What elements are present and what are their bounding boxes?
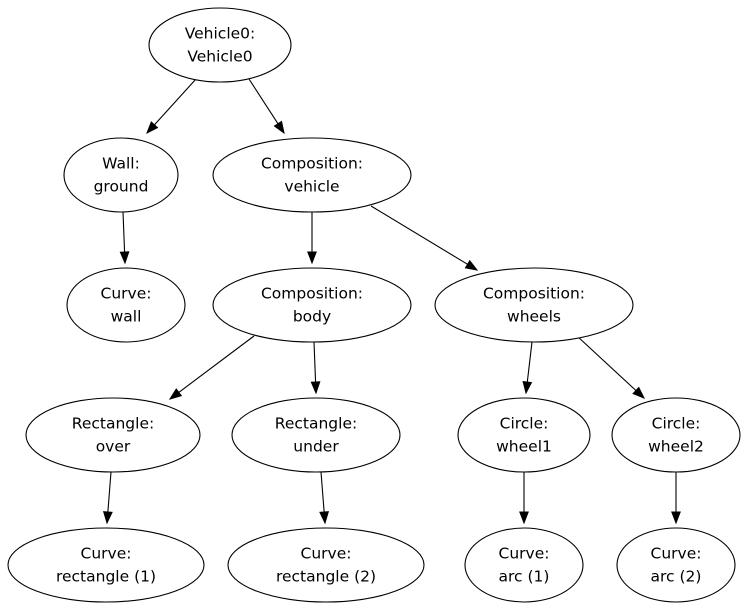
node-label-name-rect-under: under <box>293 438 339 456</box>
arrowhead-icon <box>522 380 533 395</box>
edge-vehicle0-to-wall <box>146 78 197 135</box>
nodes-layer: Vehicle0:Vehicle0Wall:groundComposition:… <box>7 7 741 603</box>
edge-vehicle-to-wheels <box>370 205 479 271</box>
node-wheels[interactable]: Composition: wheels <box>434 267 634 343</box>
node-label-type-curve-rect2: Curve: <box>301 545 352 563</box>
node-ellipse-body[interactable] <box>212 267 412 343</box>
edge-line <box>320 471 325 513</box>
arrowhead-icon <box>671 511 681 525</box>
node-label-name-curve-rect1: rectangle (1) <box>56 568 156 586</box>
node-ellipse-curve-rect1[interactable] <box>7 527 205 603</box>
node-ellipse-curve-arc1[interactable] <box>464 527 584 603</box>
edge-rect-over-to-curve-rect1 <box>102 471 113 525</box>
arrowhead-icon <box>319 511 330 525</box>
node-ellipse-wall[interactable] <box>63 137 179 213</box>
node-vehicle[interactable]: Composition: vehicle <box>212 137 412 213</box>
node-label-type-rect-under: Rectangle: <box>275 415 357 433</box>
node-label-name-curve-wall: wall <box>111 308 142 326</box>
node-ellipse-curve-wall[interactable] <box>66 267 186 343</box>
node-label-type-wall: Wall: <box>102 155 140 173</box>
node-vehicle0[interactable]: Vehicle0: Vehicle0 <box>148 7 292 83</box>
edge-line <box>178 335 255 393</box>
node-label-type-body: Composition: <box>261 285 363 303</box>
edge-body-to-rect-under <box>310 341 321 395</box>
node-ellipse-wheel1[interactable] <box>457 397 591 473</box>
node-rect-over[interactable]: Rectangle: over <box>25 397 201 473</box>
node-label-type-wheel1: Circle: <box>500 415 549 433</box>
node-curve-rect1[interactable]: Curve: rectangle (1) <box>7 527 205 603</box>
node-wheel2[interactable]: Circle: wheel2 <box>611 397 741 473</box>
node-label-type-curve-arc1: Curve: <box>499 545 550 563</box>
edge-line <box>576 335 637 391</box>
node-ellipse-vehicle0[interactable] <box>148 7 292 83</box>
edge-wheel1-to-curve-arc1 <box>519 472 529 525</box>
node-curve-rect2[interactable]: Curve: rectangle (2) <box>227 527 425 603</box>
node-curve-wall[interactable]: Curve: wall <box>66 267 186 343</box>
edge-wheels-to-wheel2 <box>576 335 646 399</box>
arrowhead-icon <box>464 259 479 271</box>
node-ellipse-wheels[interactable] <box>434 267 634 343</box>
node-label-type-rect-over: Rectangle: <box>72 415 154 433</box>
arrowhead-icon <box>102 511 113 525</box>
edges-layer <box>102 78 681 525</box>
edge-rect-under-to-curve-rect2 <box>319 471 330 525</box>
arrowhead-icon <box>273 120 285 135</box>
node-label-name-vehicle: vehicle <box>284 178 339 196</box>
edge-wheels-to-wheel1 <box>522 341 533 395</box>
edge-vehicle0-to-vehicle <box>248 78 285 135</box>
node-curve-arc1[interactable]: Curve: arc (1) <box>464 527 584 603</box>
node-label-type-vehicle: Composition: <box>261 155 363 173</box>
edge-body-to-rect-over <box>168 335 255 400</box>
arrowhead-icon <box>310 381 321 395</box>
edge-line <box>107 471 112 513</box>
node-label-name-curve-arc2: arc (2) <box>651 568 702 586</box>
node-label-name-curve-arc1: arc (1) <box>499 568 550 586</box>
node-ellipse-curve-rect2[interactable] <box>227 527 425 603</box>
node-label-name-rect-over: over <box>96 438 131 456</box>
node-label-name-vehicle0: Vehicle0 <box>187 48 252 66</box>
edge-wall-to-curve-wall <box>119 211 130 265</box>
edge-line <box>526 341 533 383</box>
arrowhead-icon <box>519 511 529 525</box>
edge-line <box>153 78 197 126</box>
node-wall[interactable]: Wall: ground <box>63 137 179 213</box>
node-label-type-vehicle0: Vehicle0: <box>185 25 256 43</box>
edge-line <box>248 78 279 125</box>
node-label-name-wall: ground <box>94 178 149 196</box>
node-ellipse-rect-over[interactable] <box>25 397 201 473</box>
node-curve-arc2[interactable]: Curve: arc (2) <box>616 527 736 603</box>
edge-line <box>370 205 468 265</box>
edge-line <box>122 211 126 253</box>
node-label-type-curve-arc2: Curve: <box>651 545 702 563</box>
arrowhead-icon <box>168 388 183 400</box>
node-rect-under[interactable]: Rectangle: under <box>231 397 401 473</box>
arrowhead-icon <box>146 121 159 135</box>
node-label-type-curve-rect1: Curve: <box>81 545 132 563</box>
node-ellipse-rect-under[interactable] <box>231 397 401 473</box>
node-label-name-wheels: wheels <box>507 308 561 326</box>
node-label-type-curve-wall: Curve: <box>101 285 152 303</box>
node-wheel1[interactable]: Circle: wheel1 <box>457 397 591 473</box>
arrowhead-icon <box>307 251 317 265</box>
node-label-type-wheels: Composition: <box>483 285 585 303</box>
node-ellipse-vehicle[interactable] <box>212 137 412 213</box>
node-ellipse-curve-arc2[interactable] <box>616 527 736 603</box>
node-label-name-wheel2: wheel2 <box>648 438 704 456</box>
edge-vehicle-to-body <box>307 212 317 265</box>
edge-line <box>313 341 317 383</box>
node-label-name-wheel1: wheel1 <box>496 438 552 456</box>
node-label-type-wheel2: Circle: <box>652 415 701 433</box>
node-label-name-body: body <box>293 308 331 326</box>
node-ellipse-wheel2[interactable] <box>611 397 741 473</box>
arrowhead-icon <box>632 386 646 399</box>
arrowhead-icon <box>119 251 130 265</box>
node-body[interactable]: Composition: body <box>212 267 412 343</box>
node-label-name-curve-rect2: rectangle (2) <box>276 568 376 586</box>
edge-wheel2-to-curve-arc2 <box>671 472 681 525</box>
